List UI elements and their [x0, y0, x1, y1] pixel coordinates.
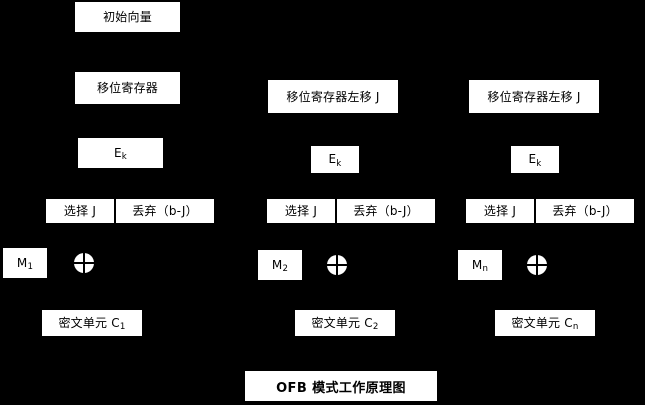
- xor-node-2: [327, 255, 347, 275]
- encrypt-box-1: Ek: [78, 138, 163, 168]
- encrypt-box-2: Ek: [311, 146, 359, 173]
- ciphertext-label-1: 密文单元 C1: [58, 315, 126, 333]
- plaintext-box-2: M2: [258, 250, 302, 280]
- plaintext-box-1: M1: [3, 248, 47, 278]
- plaintext-label-3: Mn: [471, 257, 489, 275]
- ciphertext-label-3: 密文单元 Cn: [511, 315, 579, 333]
- ciphertext-box-3: 密文单元 Cn: [495, 310, 595, 336]
- ciphertext-box-2: 密文单元 C2: [295, 310, 395, 336]
- plaintext-label-1: M1: [16, 255, 34, 273]
- select-label-1: 选择 J: [63, 204, 97, 218]
- ciphertext-label-2: 密文单元 C2: [311, 315, 379, 333]
- diagram-title: OFB 模式工作原理图: [276, 380, 406, 396]
- shift-register-label-1: 移位寄存器: [96, 81, 158, 95]
- shift-register-label-2: 移位寄存器左移 J: [286, 89, 380, 104]
- xor-node-1: [74, 253, 94, 273]
- plaintext-label-2: M2: [271, 257, 289, 275]
- select-label-2: 选择 J: [284, 204, 318, 218]
- select-box-2: 选择 J: [267, 199, 335, 223]
- discard-box-1: 丢弃（b-J）: [116, 199, 214, 223]
- initial-vector-label: 初始向量: [103, 10, 152, 24]
- shift-register-label-3: 移位寄存器左移 J: [487, 89, 581, 104]
- select-label-3: 选择 J: [483, 204, 517, 218]
- ciphertext-box-1: 密文单元 C1: [42, 310, 142, 336]
- encrypt-label-1: Ek: [114, 145, 127, 163]
- discard-box-2: 丢弃（b-J）: [337, 199, 435, 223]
- initial-vector-box: 初始向量: [75, 2, 180, 32]
- select-box-1: 选择 J: [46, 199, 114, 223]
- discard-box-3: 丢弃（b-J）: [536, 199, 634, 223]
- encrypt-label-3: Ek: [528, 152, 542, 169]
- discard-label-1: 丢弃（b-J）: [132, 204, 198, 218]
- xor-node-3: [527, 255, 547, 275]
- shift-register-box-1: 移位寄存器: [75, 72, 180, 104]
- discard-label-3: 丢弃（b-J）: [552, 204, 618, 218]
- shift-register-box-2: 移位寄存器左移 J: [268, 80, 398, 113]
- encrypt-box-3: Ek: [511, 146, 559, 173]
- encrypt-label-2: Ek: [328, 152, 342, 169]
- shift-register-box-3: 移位寄存器左移 J: [469, 80, 599, 113]
- diagram-title-box: OFB 模式工作原理图: [245, 371, 437, 401]
- select-box-3: 选择 J: [466, 199, 534, 223]
- discard-label-2: 丢弃（b-J）: [353, 204, 419, 218]
- plaintext-box-3: Mn: [458, 250, 502, 280]
